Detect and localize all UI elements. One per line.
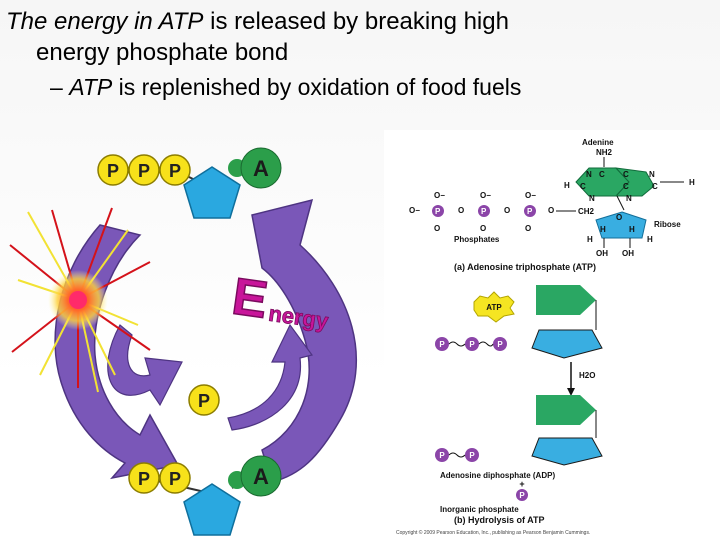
oh-group-2: OH	[622, 249, 634, 258]
textbook-figure-panel: Adenine NH2 C N C N C C C N N H H O− O− …	[384, 130, 720, 540]
o-bottom-3: O	[525, 224, 531, 233]
phosphates-caption: Phosphates	[454, 235, 500, 244]
subpoint-dash: –	[50, 74, 70, 100]
atp-structural-formula: Adenine NH2 C N C N C C C N N H H O− O− …	[409, 138, 695, 258]
adp-schematic-adenine	[536, 395, 596, 425]
adp-phosphate-2: P	[159, 462, 191, 494]
atp-phosphate-3-label: P	[169, 161, 181, 181]
atp-ribose-pentagon	[183, 166, 241, 219]
title-line-1: The energy in ATP is released by breakin…	[6, 6, 714, 37]
atp-phosphate-2-label: P	[138, 161, 150, 181]
atp-chain-p3: P	[497, 340, 503, 349]
ribose-ring	[595, 211, 647, 239]
ring-n-1: N	[586, 170, 592, 179]
atp-molecule: P P P A	[97, 147, 282, 219]
atp-phosphate-1-label: P	[107, 161, 119, 181]
cycle-arrow-right	[251, 198, 358, 483]
atp-adenine-label: A	[253, 156, 269, 181]
plus-sign: +	[519, 479, 524, 489]
oh-group-1: OH	[596, 249, 608, 258]
ribose-h-4: H	[647, 235, 653, 244]
ribose-caption: Ribose	[654, 220, 681, 229]
energy-word-big-e: E	[229, 268, 271, 330]
atp-phosphate-2: P	[128, 154, 160, 186]
ring-c-5: C	[652, 182, 658, 191]
ring-c-1: C	[599, 170, 605, 179]
adp-phosphate-2-label: P	[169, 469, 181, 489]
atp-badge-label: ATP	[486, 303, 502, 312]
adp-phosphate-chain: P P	[435, 448, 479, 462]
subpoint-rest: is replenished by oxidation of food fuel…	[112, 74, 522, 100]
nh2-group: NH2	[596, 148, 613, 157]
caption-a: (a) Adenosine triphosphate (ATP)	[454, 262, 596, 272]
atp-cycle-svg: E nergy P P P A	[9, 147, 358, 536]
ring-c-3: C	[580, 182, 586, 191]
o-bridge-2: O	[504, 206, 510, 215]
energy-burst	[9, 207, 151, 393]
atp-badge: ATP	[473, 291, 515, 323]
ring-n-3: N	[589, 194, 595, 203]
o-minus-top-3: O−	[525, 191, 536, 200]
ribose-h-2: H	[629, 225, 635, 234]
o-bottom-2: O	[480, 224, 486, 233]
o-bridge-1: O	[458, 206, 464, 215]
adp-schematic-ribose	[531, 437, 603, 466]
phos-p-1: P	[435, 207, 441, 216]
phos-p-3: P	[527, 207, 533, 216]
adp-label: Adenosine diphosphate (ADP)	[440, 471, 555, 480]
o-minus-top-2: O−	[480, 191, 491, 200]
atp-schematic-ribose	[531, 329, 603, 359]
ring-c-2: C	[623, 170, 629, 179]
adp-adenine: A	[228, 455, 282, 497]
ribose-h-3: H	[587, 235, 593, 244]
adp-chain-p2: P	[469, 451, 475, 460]
inner-arrow-left	[107, 324, 183, 407]
ring-n-4: N	[626, 194, 632, 203]
water-label: H2O	[579, 371, 595, 380]
free-phosphate: P	[188, 384, 220, 416]
title-italic-phrase: The energy in ATP	[6, 8, 204, 35]
ch2-group: CH2	[578, 207, 595, 216]
adenine-ring-five	[614, 167, 655, 197]
o-bottom-1: O	[434, 224, 440, 233]
title-line-2: energy phosphate bond	[36, 39, 289, 66]
o-minus-top-1: O−	[434, 191, 445, 200]
atp-phosphate-3: P	[159, 154, 191, 186]
phos-p-2: P	[481, 207, 487, 216]
copyright-note: Copyright © 2009 Pearson Education, Inc.…	[396, 529, 590, 536]
atp-adenine: A	[228, 147, 282, 189]
slide-title: The energy in ATP is released by breakin…	[6, 6, 714, 103]
ring-c-4: C	[623, 182, 629, 191]
ring-h-2: H	[689, 178, 695, 187]
atp-structure-svg: Adenine NH2 C N C N C C C N N H H O− O− …	[396, 138, 695, 536]
o-bridge-3: O	[548, 206, 554, 215]
atp-phosphate-chain: P P P	[435, 337, 507, 351]
adp-adenine-label: A	[253, 464, 269, 489]
inner-arrow-right	[227, 323, 314, 431]
atp-chain-p1: P	[439, 340, 445, 349]
title-line-1-rest: is released by breaking high	[203, 8, 509, 35]
atp-chain-p2: P	[469, 340, 475, 349]
atp-cycle-illustration: E nergy P P P A	[0, 130, 390, 540]
title-subpoint: – ATP is replenished by oxidation of foo…	[6, 72, 714, 103]
adp-ribose-pentagon	[183, 483, 241, 536]
ring-h-1: H	[564, 181, 570, 190]
adenine-caption: Adenine	[582, 138, 614, 147]
adp-chain-p1: P	[439, 451, 445, 460]
adp-phosphate-1: P	[128, 462, 160, 494]
atp-phosphate-1: P	[97, 154, 129, 186]
o-minus-left: O−	[409, 206, 420, 215]
adp-molecule: P P A	[128, 455, 282, 536]
caption-b: (b) Hydrolysis of ATP	[454, 515, 545, 525]
inorganic-label: Inorganic phosphate	[440, 505, 519, 514]
atp-schematic-adenine	[536, 285, 596, 315]
inorganic-p: P	[519, 491, 525, 500]
ribose-h-1: H	[600, 225, 606, 234]
ring-n-2: N	[649, 170, 655, 179]
free-phosphate-label: P	[198, 391, 210, 411]
adp-phosphate-1-label: P	[138, 469, 150, 489]
subpoint-italic: ATP	[69, 74, 113, 100]
ribose-o: O	[616, 213, 622, 222]
